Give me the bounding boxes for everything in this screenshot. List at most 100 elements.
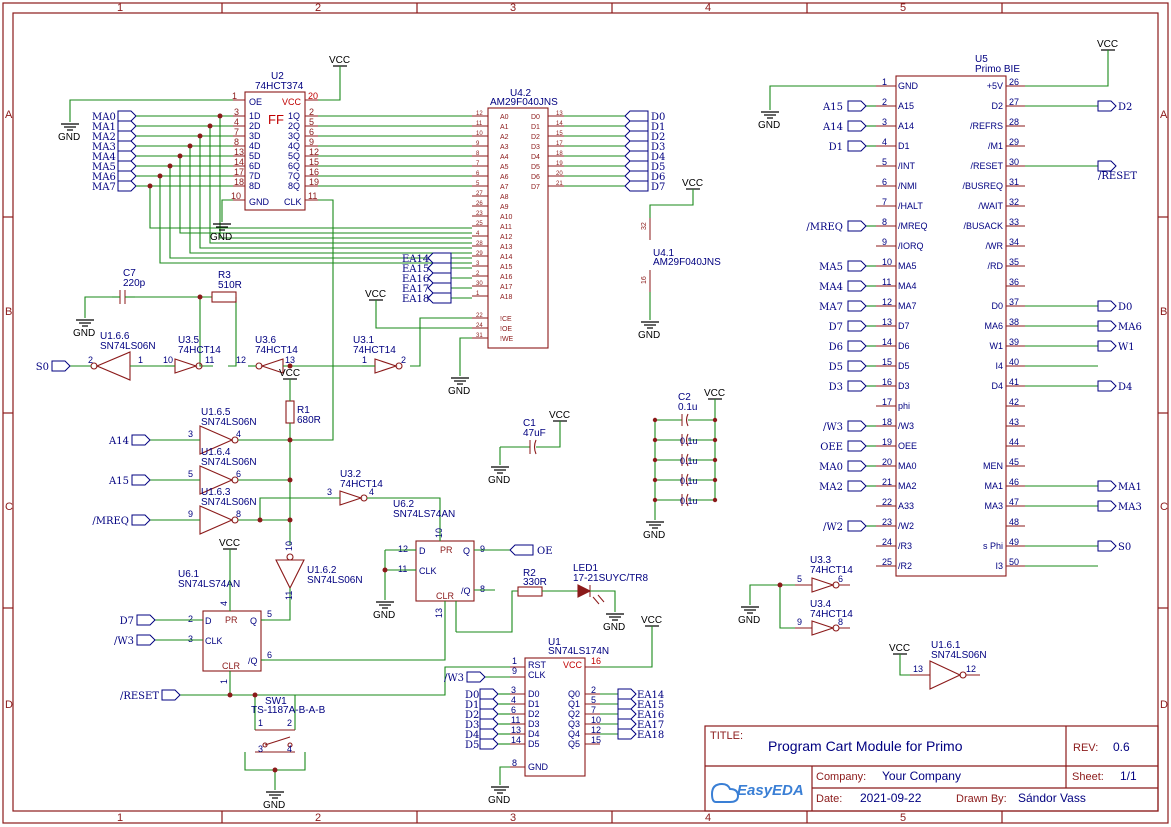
c2-vcc-symbol-label: VCC xyxy=(704,388,725,399)
u5-right-pin-num: 43 xyxy=(1009,417,1019,427)
u5-left-net-flag: MA7 xyxy=(819,300,867,313)
u5-left-net-label: MA7 xyxy=(819,302,843,313)
u3-3-in: 5 xyxy=(797,574,802,584)
u5-left-pin-label: phi xyxy=(898,401,910,411)
u5-left-pin-num: 23 xyxy=(882,517,892,527)
u2-oe-label: OE xyxy=(249,97,262,107)
u5-right-pin-label: /M1 xyxy=(988,141,1003,151)
u4-a-pin-label: A9 xyxy=(500,204,509,211)
u5-right-pin-num: 38 xyxy=(1009,317,1019,327)
u5-left-pin-label: MA4 xyxy=(898,281,917,291)
zone-col-bottom: 2 xyxy=(315,812,321,824)
u4-d-pin-num: 18 xyxy=(556,151,563,157)
title-label: TITLE: xyxy=(710,730,743,742)
u5-left-pin-label: A14 xyxy=(898,121,914,131)
ma-net-label: MA1 xyxy=(92,122,116,133)
u3-2-ref: U3.2 xyxy=(340,469,362,480)
u4-d-pin-num: 19 xyxy=(556,161,563,167)
u5-left-pin-num: 8 xyxy=(882,217,887,227)
ma-net-flag: MA4 xyxy=(92,150,140,163)
drawn-label: Drawn By: xyxy=(956,793,1007,805)
u5-left-pin-label: OEE xyxy=(898,441,917,451)
u4-d-net-label: D4 xyxy=(651,152,665,163)
u4-d-pin-label: D6 xyxy=(531,174,540,181)
u5-left-pin-num: 12 xyxy=(882,297,892,307)
u1-ea-net-flag: EA16 xyxy=(617,708,664,721)
u4-d-pin-label: D7 xyxy=(531,184,540,191)
zone-row-right: D xyxy=(1160,699,1168,711)
u5-left-pin-label: /IORQ xyxy=(898,241,924,251)
u5-right-net-label: /RESET xyxy=(1098,171,1137,182)
u5-right-pin-num: 39 xyxy=(1009,337,1019,347)
r2-ref: R2 xyxy=(523,568,536,579)
u2-in-pin-label: 8D xyxy=(249,181,261,191)
u5-left-net-label: A15 xyxy=(822,102,843,113)
u5-right-pin-label: s Phi xyxy=(983,541,1003,551)
u1-6-1-in: 13 xyxy=(913,664,923,674)
oscillator: C7 220p R3 510R U1.6.6 SN74LS06N 2 1 U3.… xyxy=(70,268,406,545)
ea-net-label: EA17 xyxy=(402,284,429,295)
u5-left-net-label: D6 xyxy=(829,342,843,353)
u2-in-pin-num: 4 xyxy=(234,117,239,127)
led1-part: 17-21SUYC/TR8 xyxy=(573,573,648,584)
u5-left-pin-label: /R3 xyxy=(898,541,912,551)
ma-net-label: MA3 xyxy=(92,142,116,153)
u5-left-net-flag: A15 xyxy=(822,100,867,113)
u5-left-net-flag: D7 xyxy=(829,320,867,333)
u4-a-pin-label: A1 xyxy=(500,124,509,131)
reset-net-flag-label: /RESET xyxy=(120,691,159,702)
u1-d-net-flag: D4 xyxy=(465,728,510,741)
c2-value: 0.1u xyxy=(678,402,697,413)
u1-6-2-out: 10 xyxy=(284,541,294,551)
u2-in-pin-label: 4D xyxy=(249,141,261,151)
u5-right-pin-num: 46 xyxy=(1009,477,1019,487)
u1-q-pin-label: Q3 xyxy=(568,719,580,729)
u6-2-gnd-symbol-label: GND xyxy=(373,610,395,621)
u6-2-clr-num: 13 xyxy=(434,608,444,618)
u1-q-pin-num: 12 xyxy=(591,725,601,735)
led-gnd-symbol: GND xyxy=(603,613,625,633)
c1-ref: C1 xyxy=(523,418,536,429)
u5-right-pin-label: W1 xyxy=(990,341,1004,351)
u6-2-pr-num: 10 xyxy=(434,528,444,538)
c2-gnd-symbol: GND xyxy=(643,521,665,541)
u5-left-pin-num: 6 xyxy=(882,177,887,187)
u4-a-pin-num: 2 xyxy=(476,271,480,277)
u5-left-pin-num: 18 xyxy=(882,417,892,427)
u1-d-pin-label: D5 xyxy=(528,739,540,749)
c1-capacitor: C1 47uF xyxy=(499,418,561,465)
u1-ea-net-label: EA16 xyxy=(637,710,664,721)
u4-d-net-label: D6 xyxy=(651,172,665,183)
u5-right-pin-num: 48 xyxy=(1009,517,1019,527)
u1-ea-net-flag: EA17 xyxy=(617,718,664,731)
u5-right-pin-label: MA1 xyxy=(984,481,1003,491)
u5-left-net-label: D7 xyxy=(829,322,843,333)
u1-d-pin-num: 13 xyxy=(511,725,521,735)
title-text: Program Cart Module for Primo xyxy=(768,738,963,754)
u3-4-part: 74HCT14 xyxy=(810,609,853,620)
u6-2-flipflop: U6.2 SN74LS74AN PR D CLK Q /Q CLR 12 11 … xyxy=(265,499,518,661)
u1-6-3-out: 8 xyxy=(236,509,241,519)
u4-a-pin-label: A3 xyxy=(500,144,509,151)
u5-right-pin-num: 35 xyxy=(1009,257,1019,267)
u5-left-net-label: MA0 xyxy=(819,462,843,473)
u5-left-pin-label: /HALT xyxy=(898,201,923,211)
u4-d-pin-label: D2 xyxy=(531,134,540,141)
u5-left-net-flag: /MREQ xyxy=(806,220,867,233)
u4-d-pin-num: 15 xyxy=(556,131,563,137)
u5-right-pin-label: I3 xyxy=(995,561,1003,571)
u4-a-pin-num: 12 xyxy=(476,111,483,117)
flash-gnd-symbol-label: GND xyxy=(448,386,470,397)
u4-a-pin-num: 1 xyxy=(476,291,480,297)
u4-d-net-label: D7 xyxy=(651,182,665,193)
u5-right-net-label: S0 xyxy=(1118,542,1131,553)
u6-1-d: D xyxy=(205,616,212,626)
zone-col-top: 4 xyxy=(705,2,711,14)
u1-d-net-flag: D2 xyxy=(465,708,510,721)
ma-net-label: MA6 xyxy=(92,172,116,183)
u5-left-net-flag: D5 xyxy=(829,360,867,373)
zone-col-bottom: 4 xyxy=(705,812,711,824)
u1-d-pin-num: 11 xyxy=(511,715,520,725)
address-wiring xyxy=(69,72,630,441)
